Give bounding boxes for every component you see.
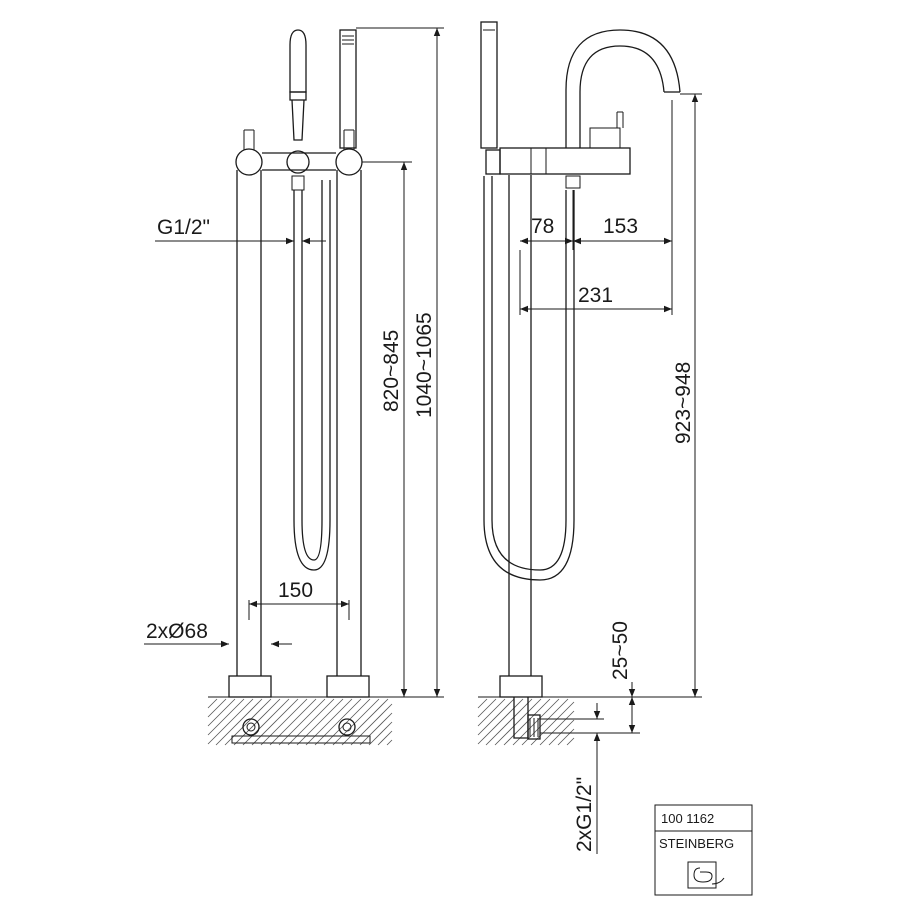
hatch-line <box>512 698 560 746</box>
hatch-line <box>530 701 575 746</box>
brand-name: STEINBERG <box>659 836 734 851</box>
dim-connection-thread: G1/2" <box>155 216 326 245</box>
dim-height-total: 1040~1065 <box>356 27 444 698</box>
hatch-line <box>359 712 393 746</box>
dim-spacing: 150 <box>248 579 350 620</box>
article-number: 100 1162 <box>661 811 714 826</box>
hatch-line <box>296 698 344 746</box>
hatch-line <box>477 698 488 709</box>
front-hose <box>291 175 331 571</box>
hatch-line <box>368 721 393 746</box>
hatch-line <box>323 698 371 746</box>
dim-floor-depth-label: 25~50 <box>609 621 632 680</box>
hatch-line <box>207 698 245 736</box>
hatch-line <box>477 698 524 745</box>
hatch-line <box>477 698 497 718</box>
brand-logo-icon <box>687 861 725 889</box>
side-spout <box>565 29 681 148</box>
front-floor-hatch <box>207 696 393 746</box>
hatch-line <box>477 698 515 736</box>
dim-offset-b: 153 <box>573 100 673 315</box>
dim-height-outlet: 820~845 <box>362 161 412 697</box>
front-legs <box>236 170 362 676</box>
dim-supply-thread: 2xG1/2" <box>540 703 604 854</box>
side-hand-shower <box>480 21 575 581</box>
dim-reach: 231 <box>520 284 672 313</box>
hatch-line <box>485 698 533 746</box>
dim-spout-height-label: 923~948 <box>672 362 695 444</box>
side-base <box>499 675 543 698</box>
hatch-line <box>332 698 380 746</box>
front-mixer-body <box>235 129 363 176</box>
side-mixer-body <box>485 111 631 189</box>
hatch-line <box>314 698 362 746</box>
dim-height-outlet-label: 820~845 <box>380 330 403 412</box>
hatch-line <box>287 698 335 746</box>
front-base-left <box>228 675 272 698</box>
hatch-line <box>377 730 393 746</box>
hatch-line <box>350 703 393 746</box>
hatch-line <box>494 698 542 746</box>
dim-offset-b-label: 153 <box>603 215 638 238</box>
hatch-line <box>207 698 254 745</box>
front-view: G1/2" 150 2xØ68 820~845 1040~1065 <box>144 27 444 746</box>
hatch-line <box>477 698 506 727</box>
dim-supply-thread-label: 2xG1/2" <box>573 777 596 852</box>
dim-offset-a-label: 78 <box>531 215 554 238</box>
hatch-line <box>207 698 227 718</box>
hatch-line <box>386 739 393 746</box>
hatch-line <box>539 710 575 746</box>
dim-base-diameter-label: 2xØ68 <box>146 620 208 643</box>
dim-reach-label: 231 <box>578 284 613 307</box>
dim-base-diameter: 2xØ68 <box>144 620 292 648</box>
dim-connection-thread-label: G1/2" <box>157 216 210 239</box>
hatch-line <box>521 698 569 746</box>
dim-spacing-label: 150 <box>278 579 313 602</box>
hatch-line <box>224 698 272 746</box>
hatch-line <box>260 698 308 746</box>
hatch-line <box>251 698 299 746</box>
hatch-line <box>207 698 236 727</box>
hatch-line <box>269 698 317 746</box>
hatch-line <box>566 737 575 746</box>
hatch-line <box>341 698 389 746</box>
side-view: 78 153 231 923~948 25~50 <box>477 21 702 854</box>
front-base-right <box>326 675 370 698</box>
hatch-line <box>215 698 263 746</box>
hatch-line <box>242 698 290 746</box>
hatch-line <box>503 698 551 746</box>
hatch-line <box>305 698 353 746</box>
dim-height-total-label: 1040~1065 <box>413 312 436 418</box>
dim-spout-height: 923~948 <box>574 93 702 698</box>
title-block: 100 1162 STEINBERG <box>654 804 753 896</box>
hatch-line <box>207 698 218 709</box>
front-hand-shower <box>289 29 357 149</box>
side-column <box>508 175 532 676</box>
dim-floor-depth: 25~50 <box>540 621 640 734</box>
hatch-line <box>278 698 326 746</box>
dim-offset-a: 78 <box>519 190 574 315</box>
hatch-line <box>557 728 575 746</box>
